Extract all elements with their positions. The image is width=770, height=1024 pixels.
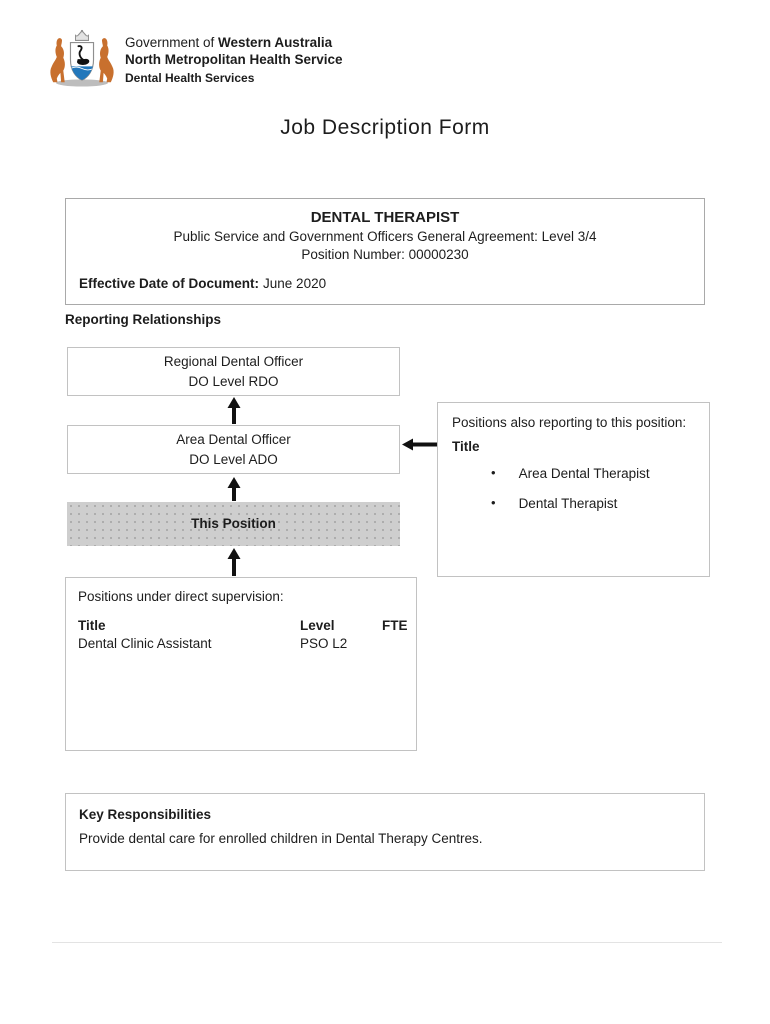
org-box-level: DO Level RDO <box>188 373 279 389</box>
supervision-intro: Positions under direct supervision: <box>78 589 284 604</box>
key-responsibilities-heading: Key Responsibilities <box>79 807 212 822</box>
effective-date: Effective Date of Document:June 2020 <box>79 276 326 291</box>
org-box-this-position: This Position <box>67 502 400 546</box>
position-number: Position Number: 00000230 <box>301 247 469 262</box>
agreement-line: Public Service and Government Officers G… <box>173 229 597 244</box>
cell-level: PSO L2 <box>300 636 348 651</box>
reporting-relationships-heading: Reporting Relationships <box>65 312 222 327</box>
logo-ground <box>56 79 108 87</box>
health-service-line: North Metropolitan Health Service <box>125 51 343 67</box>
kangaroo-right-icon <box>99 38 114 83</box>
masthead: Government of Western Australia North Me… <box>125 35 343 86</box>
also-reporting-box: Positions also reporting to this positio… <box>437 402 710 577</box>
list-item-label: Area Dental Therapist <box>518 466 650 481</box>
list-item: • Dental Therapist <box>438 494 709 514</box>
org-box-regional-dental-officer: Regional Dental Officer DO Level RDO <box>67 347 400 396</box>
cell-title: Dental Clinic Assistant <box>78 636 212 651</box>
cell-fte <box>382 636 402 651</box>
org-box-area-dental-officer: Area Dental Officer DO Level ADO <box>67 425 400 474</box>
position-title: DENTAL THERAPIST <box>310 209 460 226</box>
up-arrow-icon <box>227 477 241 501</box>
table-row: Dental Clinic Assistant PSO L2 <box>66 636 416 651</box>
org-box-title: Area Dental Officer <box>176 431 291 447</box>
supervision-table-header: Title Level FTE <box>66 618 416 633</box>
government-bold: Western Australia <box>218 35 333 50</box>
also-reporting-title-label: Title <box>452 439 480 454</box>
key-responsibilities-box: Key Responsibilities Provide dental care… <box>65 793 705 871</box>
supervision-box: Positions under direct supervision: Titl… <box>65 577 417 751</box>
swan-icon <box>76 45 90 66</box>
kangaroo-left-icon <box>50 38 65 83</box>
footer-divider <box>52 942 722 943</box>
column-header-level: Level <box>300 618 335 633</box>
key-responsibilities-text: Provide dental care for enrolled childre… <box>79 831 483 846</box>
left-arrow-icon <box>402 438 438 451</box>
wa-coat-of-arms-logo <box>50 29 114 87</box>
also-reporting-intro: Positions also reporting to this positio… <box>452 415 687 430</box>
list-item: • Area Dental Therapist <box>438 464 709 484</box>
position-summary-box: DENTAL THERAPIST Public Service and Gove… <box>65 198 705 305</box>
bullet-icon: • <box>491 494 496 510</box>
up-arrow-icon <box>227 548 241 576</box>
up-arrow-icon <box>227 397 241 424</box>
org-box-title: Regional Dental Officer <box>163 353 304 369</box>
effective-date-label: Effective Date of Document: <box>79 276 260 291</box>
bullet-icon: • <box>491 465 496 480</box>
crown-icon <box>75 30 89 41</box>
column-header-fte: FTE <box>382 618 408 633</box>
page-title: Job Description Form <box>280 116 490 139</box>
org-box-level: DO Level ADO <box>189 451 278 467</box>
column-header-title: Title <box>78 618 106 633</box>
list-item-label: Dental Therapist <box>518 495 618 511</box>
division-line: Dental Health Services <box>125 71 255 86</box>
this-position-label: This Position <box>191 516 276 532</box>
government-prefix: Government of <box>125 35 219 50</box>
government-line: Government of Western Australia <box>125 35 343 51</box>
effective-date-value: June 2020 <box>263 276 327 291</box>
